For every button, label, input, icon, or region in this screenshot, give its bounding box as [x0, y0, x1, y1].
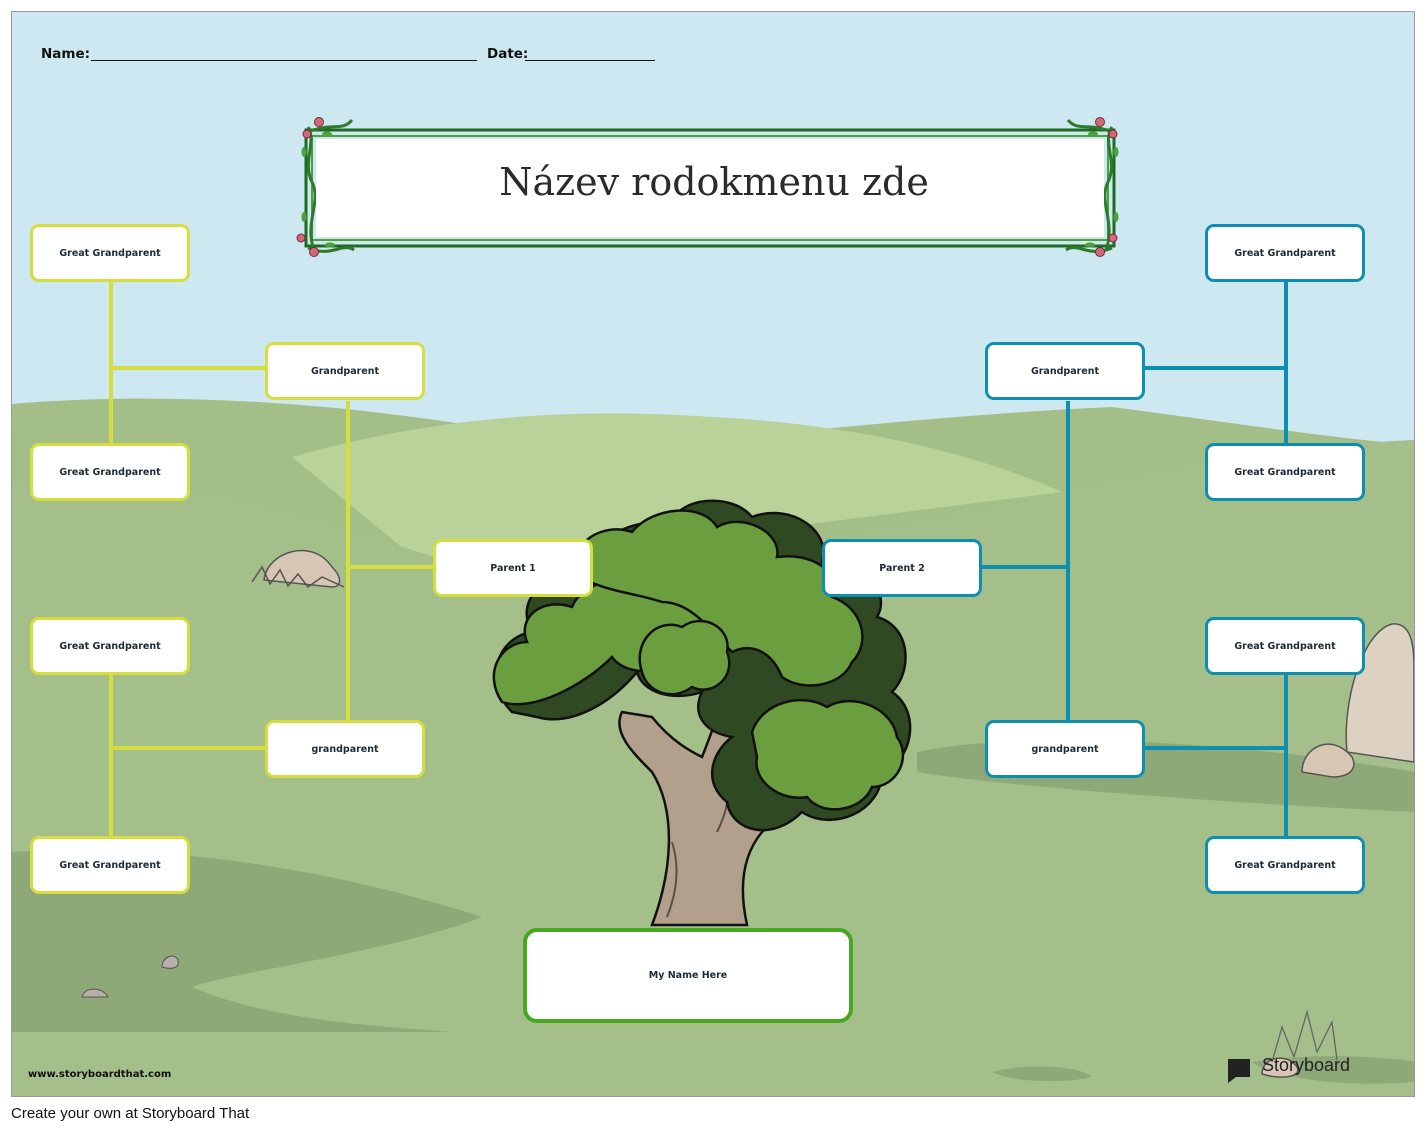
left-great-grandparent-4[interactable]: Great Grandparent — [30, 836, 190, 894]
title-panel — [316, 139, 1104, 237]
storyboard-logo-icon — [1228, 1059, 1250, 1083]
right-great-grandparent-2[interactable]: Great Grandparent — [1205, 443, 1365, 501]
landscape-background — [12, 12, 1414, 1096]
date-field[interactable] — [525, 60, 655, 61]
name-field[interactable] — [91, 60, 477, 61]
right-great-grandparent-1[interactable]: Great Grandparent — [1205, 224, 1365, 282]
title-frame-vine — [296, 117, 1119, 257]
family-tree-title[interactable]: Název rodokmenu zde — [499, 160, 929, 204]
right-great-grandparent-4[interactable]: Great Grandparent — [1205, 836, 1365, 894]
left-grandparent-2[interactable]: grandparent — [265, 720, 425, 778]
storyboard-brand-logo: Storyboard — [1262, 1055, 1351, 1075]
parent-2-box[interactable]: Parent 2 — [822, 539, 982, 597]
name-label: Name: — [41, 46, 91, 62]
storyboardthat-url[interactable]: www.storyboardthat.com — [28, 1069, 172, 1080]
parent-1-box[interactable]: Parent 1 — [433, 539, 593, 597]
left-great-grandparent-1[interactable]: Great Grandparent — [30, 224, 190, 282]
footer-link[interactable]: Create your own at Storyboard That — [11, 1105, 250, 1122]
left-great-grandparent-2[interactable]: Great Grandparent — [30, 443, 190, 501]
left-grandparent-1[interactable]: Grandparent — [265, 342, 425, 400]
left-great-grandparent-3[interactable]: Great Grandparent — [30, 617, 190, 675]
right-grandparent-2[interactable]: grandparent — [985, 720, 1145, 778]
right-great-grandparent-3[interactable]: Great Grandparent — [1205, 617, 1365, 675]
worksheet-canvas: Name: Date: Název rodokmenu zde Great Gr… — [11, 11, 1415, 1097]
right-grandparent-1[interactable]: Grandparent — [985, 342, 1145, 400]
date-label: Date: — [487, 46, 529, 62]
my-name-box[interactable]: My Name Here — [523, 928, 853, 1023]
